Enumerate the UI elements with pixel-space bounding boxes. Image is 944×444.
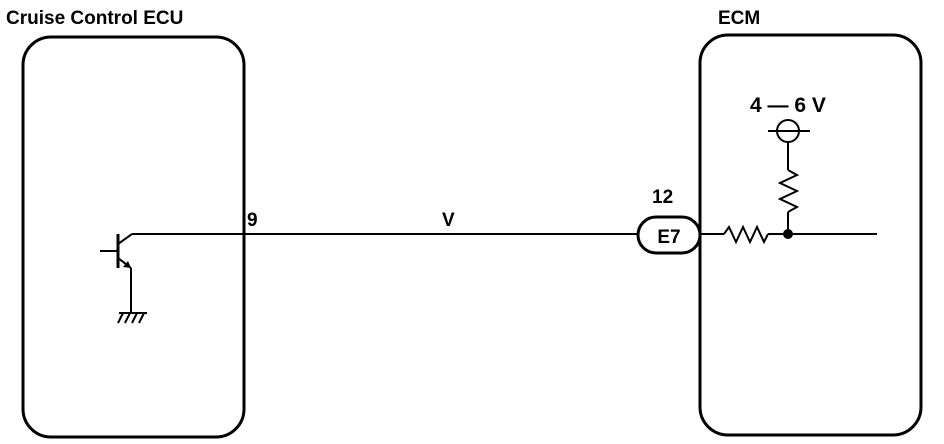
cruise-control-ecu-title: Cruise Control ECU <box>6 8 183 29</box>
pullup-resistor-icon <box>777 143 800 234</box>
transistor-icon <box>100 233 244 312</box>
pin-12-label: 12 <box>652 187 673 208</box>
ecm-title: ECM <box>718 8 760 29</box>
voltage-label: 4 — 6 V <box>750 94 826 117</box>
cruise-control-ecu-box <box>21 35 246 439</box>
connector-e7: E7 <box>636 215 702 255</box>
ground-icon <box>117 312 147 324</box>
connector-e7-label: E7 <box>657 227 680 248</box>
voltage-terminal-icon <box>768 119 810 143</box>
pin-9-label: 9 <box>247 210 258 231</box>
wire-color-label: V <box>442 210 455 231</box>
